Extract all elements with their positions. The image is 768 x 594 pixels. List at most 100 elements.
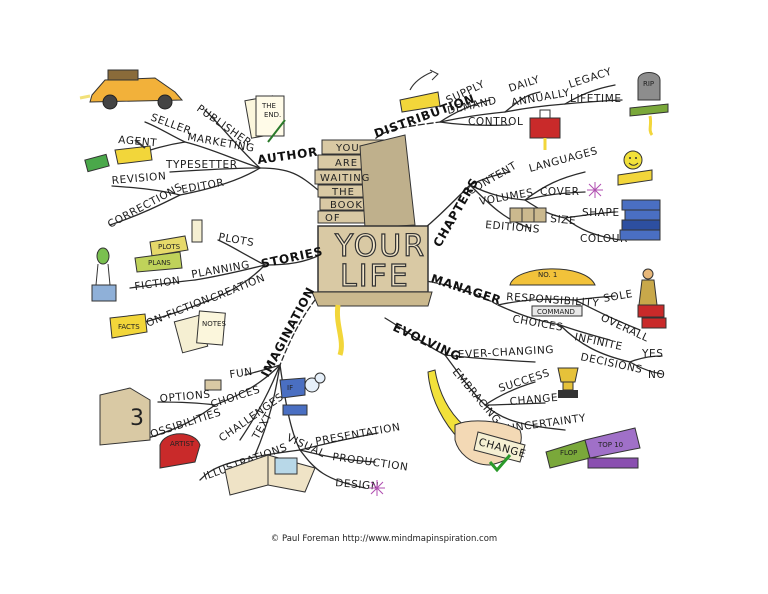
command-text: COMMAND bbox=[537, 308, 575, 316]
label-fun: FUN bbox=[229, 366, 254, 381]
hub-imagination: IMAGINATION bbox=[258, 284, 317, 379]
line-marketing bbox=[184, 141, 261, 169]
locked-book-icon bbox=[529, 109, 561, 150]
line-overall bbox=[574, 299, 641, 331]
line-infinite bbox=[559, 324, 611, 341]
line-plots bbox=[217, 239, 266, 266]
line-editions bbox=[469, 184, 531, 229]
line-presentation bbox=[299, 432, 379, 451]
label-shape: SHAPE bbox=[582, 207, 620, 219]
line-design bbox=[299, 449, 366, 489]
branch-stories bbox=[264, 254, 321, 266]
line-lifetime bbox=[564, 99, 623, 105]
line-revision bbox=[111, 185, 181, 196]
artist-book-icon: ARTIST bbox=[159, 433, 201, 469]
label-sole: SOLE bbox=[602, 288, 633, 305]
distribution-group: DISTRIBUTION SUPPLY DEMAND CONTROL DAILY… bbox=[372, 66, 669, 150]
command-sign-icon: COMMAND bbox=[531, 305, 583, 317]
center-text-book: BOOK bbox=[330, 200, 363, 211]
label-fiction: FICTION bbox=[134, 275, 182, 293]
label-yes: YES bbox=[641, 348, 664, 360]
branch-author bbox=[259, 167, 319, 191]
line-decisions bbox=[559, 324, 631, 363]
the-end-text-2: END. bbox=[264, 111, 281, 119]
label-change-1: CHANGE bbox=[509, 392, 559, 408]
manager-group: MANAGER RESPONSIBILITY SOLE OVERALL CHOI… bbox=[429, 268, 667, 381]
hub-evolving: EVOLVING bbox=[391, 320, 464, 364]
rip-text: RIP bbox=[643, 80, 654, 88]
line-possibilities bbox=[147, 404, 216, 439]
label-size: SIZE bbox=[550, 213, 577, 227]
branch-lines bbox=[109, 84, 663, 489]
line-production bbox=[299, 449, 376, 463]
line-uncertainty bbox=[484, 404, 566, 431]
car-icon bbox=[79, 69, 184, 110]
label-success: SUCCESS bbox=[497, 367, 551, 395]
copyright-text: © Paul Foreman http://www.mindmapinspira… bbox=[270, 534, 498, 544]
line-cover bbox=[524, 191, 586, 201]
line-success bbox=[484, 381, 536, 406]
hub-stories: STORIES bbox=[260, 244, 325, 271]
imagination-group: IMAGINATION FUN CHOICES OPTIONS POSSIBIL… bbox=[99, 284, 409, 496]
label-seller: SELLER bbox=[149, 112, 193, 138]
line-creation bbox=[209, 264, 266, 301]
smiley-lamp-icon bbox=[617, 150, 653, 186]
label-control: CONTROL bbox=[468, 116, 523, 128]
manager-person-icon bbox=[637, 268, 667, 329]
label-design: DESIGN bbox=[335, 477, 380, 493]
line-nonfiction bbox=[144, 299, 211, 323]
line-ever-changing bbox=[444, 354, 536, 363]
line-choices bbox=[497, 304, 561, 326]
line-typesetter bbox=[169, 167, 261, 173]
number-one-badge-icon: NO. 1 bbox=[509, 268, 596, 286]
line-choices-im bbox=[214, 364, 281, 406]
blue-book-stack-icon bbox=[619, 199, 661, 241]
label-languages: LANGUAGES bbox=[528, 145, 599, 175]
line-embracing bbox=[444, 354, 486, 406]
line-languages bbox=[524, 171, 586, 201]
line-legacy bbox=[564, 84, 616, 105]
label-decisions: DECISIONS bbox=[579, 351, 643, 376]
facts-book-icon: FACTS bbox=[109, 313, 148, 339]
fun-book-icon bbox=[204, 379, 222, 391]
notes-papers-icon: NOTES bbox=[173, 310, 226, 354]
label-revision: REVISION bbox=[111, 170, 167, 187]
volumes-books-icon bbox=[509, 207, 547, 223]
line-options bbox=[157, 401, 216, 406]
line-challenges bbox=[239, 364, 281, 441]
branch-evolving bbox=[384, 317, 446, 356]
line-supply bbox=[439, 99, 491, 123]
central-book: YOU ARE WAITING THE BOOK OF YOUR LIFE bbox=[311, 134, 433, 356]
hub-author: AUTHOR bbox=[256, 145, 318, 167]
line-sole bbox=[574, 295, 616, 301]
label-editions: EDITIONS bbox=[485, 219, 541, 236]
label-no: NO bbox=[648, 369, 665, 381]
hand-holding-change-icon: CHANGE bbox=[427, 369, 527, 473]
green-book-icon bbox=[84, 153, 110, 173]
label-creation: CREATION bbox=[209, 272, 267, 305]
book-plans-text: PLANS bbox=[148, 259, 171, 267]
label-presentation: PRESENTATION bbox=[314, 421, 401, 448]
label-embracing: EMBRACING bbox=[450, 366, 503, 426]
book-facts-text: FACTS bbox=[118, 323, 140, 331]
the-end-papers-icon: THE END. bbox=[244, 95, 286, 143]
label-ever-changing: EVER-CHANGING bbox=[458, 344, 555, 361]
line-responsibility bbox=[497, 298, 576, 306]
book-notes-text: NOTES bbox=[202, 320, 226, 328]
label-planning: PLANNING bbox=[190, 259, 250, 281]
label-infinite: INFINITE bbox=[573, 331, 623, 353]
big-book-base bbox=[311, 291, 433, 307]
line-volumes bbox=[469, 184, 526, 201]
center-text-waiting: WAITING bbox=[320, 173, 370, 184]
center-text-the: THE bbox=[331, 187, 355, 198]
line-shape bbox=[564, 211, 616, 219]
branch-imagination bbox=[279, 299, 316, 366]
line-fun bbox=[244, 364, 281, 376]
the-end-text-1: THE bbox=[261, 102, 276, 110]
trophy-icon bbox=[557, 367, 579, 398]
line-change bbox=[484, 402, 546, 406]
line-publisher bbox=[204, 109, 261, 169]
label-volumes: VOLUMES bbox=[478, 187, 534, 208]
center-text-of: OF bbox=[325, 213, 341, 224]
